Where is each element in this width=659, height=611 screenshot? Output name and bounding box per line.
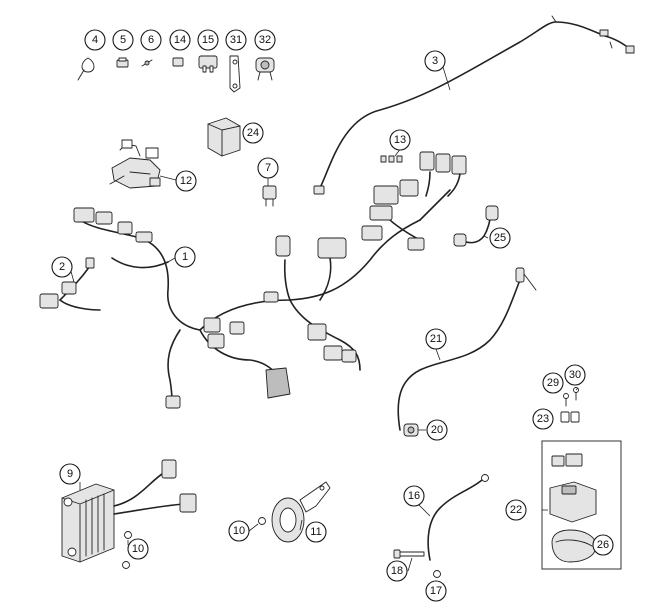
callout-23: 23	[532, 408, 554, 430]
svg-text:30: 30	[569, 369, 581, 381]
svg-text:20: 20	[431, 424, 443, 436]
part-7-relay	[262, 185, 277, 207]
part-2-sub-harness	[39, 257, 101, 311]
svg-text:17: 17	[430, 585, 442, 597]
part-13-fuses	[380, 155, 403, 163]
part-5-connector	[116, 57, 129, 68]
svg-text:9: 9	[67, 468, 73, 480]
part-1-main-harness	[73, 151, 467, 409]
callout-16: 16	[403, 485, 425, 507]
callout-10-regulator: 10	[127, 538, 149, 560]
callout-13: 13	[389, 129, 411, 151]
callout-10-horn: 10	[228, 520, 250, 542]
callout-5: 5	[112, 29, 134, 51]
svg-text:5: 5	[120, 34, 126, 46]
callout-29: 29	[542, 372, 564, 394]
callout-30: 30	[564, 364, 586, 386]
svg-text:16: 16	[408, 490, 420, 502]
callout-7: 7	[257, 157, 279, 179]
part-31-bracket	[229, 55, 241, 93]
svg-text:32: 32	[259, 34, 271, 46]
part-26-relay-cover	[551, 529, 597, 563]
part-30-screw	[573, 387, 579, 401]
callout-32: 32	[254, 29, 276, 51]
part-23-clips	[560, 411, 580, 423]
callout-26: 26	[592, 534, 614, 556]
part-18-bolt	[393, 549, 425, 559]
svg-text:24: 24	[247, 127, 259, 139]
part-6-pin	[141, 59, 153, 67]
part-24-control-unit	[207, 117, 241, 157]
svg-text:10: 10	[132, 543, 144, 555]
callout-9: 9	[59, 463, 81, 485]
svg-text:15: 15	[202, 34, 214, 46]
part-16-ground-cable	[427, 474, 489, 561]
callout-21: 21	[425, 328, 447, 350]
svg-text:13: 13	[394, 134, 406, 146]
part-3-sub-harness	[313, 15, 635, 195]
part-21-cable	[397, 267, 537, 431]
part-10-nut-horn	[258, 517, 266, 525]
callout-1: 1	[174, 246, 196, 268]
part-32-connector-cap	[255, 57, 275, 81]
part-15-relay-socket	[198, 55, 218, 73]
svg-text:21: 21	[430, 333, 442, 345]
svg-text:12: 12	[180, 175, 192, 187]
callout-2: 2	[51, 256, 73, 278]
svg-text:7: 7	[265, 162, 271, 174]
svg-text:11: 11	[310, 526, 321, 538]
callout-4: 4	[84, 29, 106, 51]
svg-text:29: 29	[547, 377, 559, 389]
svg-text:14: 14	[174, 34, 186, 46]
callout-25: 25	[489, 227, 511, 249]
svg-text:10: 10	[233, 525, 245, 537]
svg-text:6: 6	[148, 34, 154, 46]
part-14-plug	[172, 57, 184, 67]
callout-31: 31	[225, 29, 247, 51]
part-17-washer	[433, 570, 441, 578]
svg-text:31: 31	[230, 34, 242, 46]
svg-text:1: 1	[182, 251, 188, 263]
part-10-screws-lower	[122, 531, 132, 569]
svg-text:18: 18	[391, 565, 403, 577]
svg-text:23: 23	[537, 413, 549, 425]
svg-text:4: 4	[92, 34, 98, 46]
part-20-terminal	[403, 423, 419, 437]
callout-3: 3	[424, 50, 446, 72]
callout-22: 22	[505, 499, 527, 521]
svg-text:2: 2	[59, 261, 65, 273]
svg-text:26: 26	[597, 539, 609, 551]
svg-text:22: 22	[510, 504, 522, 516]
part-22-starter-relay	[549, 453, 597, 523]
callout-24: 24	[242, 122, 264, 144]
callout-14: 14	[169, 29, 191, 51]
svg-text:3: 3	[432, 55, 438, 67]
callout-18: 18	[386, 560, 408, 582]
callout-6: 6	[140, 29, 162, 51]
part-12-connector-bracket	[109, 139, 161, 189]
callout-17: 17	[425, 580, 447, 602]
callout-20: 20	[426, 419, 448, 441]
callout-11: 11	[305, 521, 327, 543]
callout-15: 15	[197, 29, 219, 51]
part-9-voltage-regulator	[61, 459, 197, 563]
part-4-cable-tie	[77, 57, 95, 81]
part-29-screw	[563, 393, 569, 407]
svg-text:25: 25	[494, 232, 506, 244]
part-11-horn	[271, 481, 331, 543]
assembly-box-22-26	[541, 440, 622, 570]
callout-12: 12	[175, 170, 197, 192]
